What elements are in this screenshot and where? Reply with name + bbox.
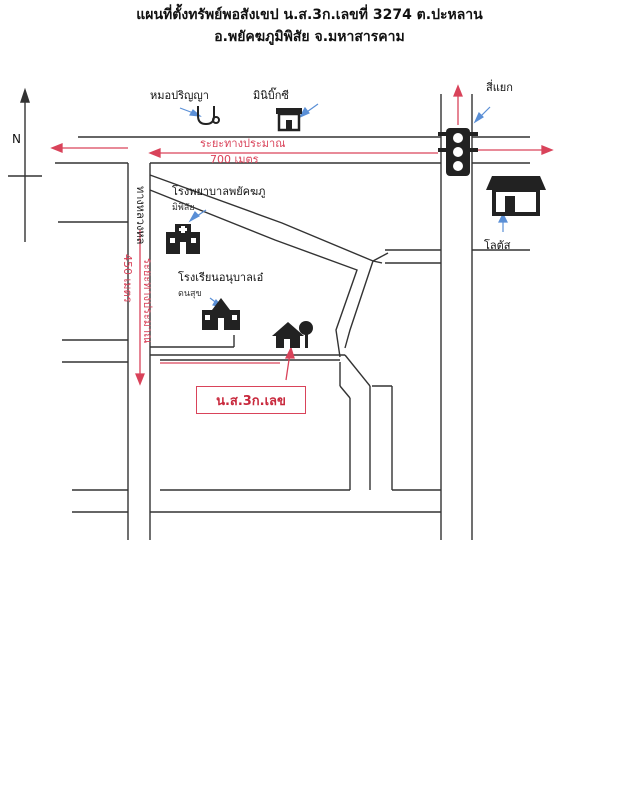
map-title-line1: แผนที่ตั้งทรัพย์พอสังเขป น.ส.3ก.เลขที่ 3…	[136, 7, 483, 23]
stethoscope-icon	[197, 106, 220, 126]
plot-label-box: น.ส.3ก.เลข	[196, 386, 306, 414]
house-icon	[272, 321, 313, 348]
distance-top-line2: 700 เมตร	[210, 153, 259, 166]
distance-side-line1: ระยะทางประมาณ	[141, 258, 154, 344]
hospital-icon	[166, 224, 200, 254]
lotus-label: โลตัส	[484, 239, 511, 252]
school-label: โรงเรียนอนุบาลเอ๋	[178, 271, 264, 284]
minimart-label: มินิบิ๊กซี	[253, 89, 289, 102]
lotus-shop-icon	[486, 176, 546, 216]
highway-label: ทางหลวงหล	[134, 186, 147, 245]
shop-icon	[276, 108, 302, 132]
clinic-label: หมอปริญญา	[150, 89, 209, 102]
plot-label: น.ส.3ก.เลข	[216, 393, 286, 409]
hospital-sub-label: มิพิสัย	[172, 203, 195, 213]
distance-top-line1: ระยะทางประมาณ	[200, 137, 286, 150]
north-arrow-icon	[8, 87, 42, 242]
school-icon	[202, 298, 240, 330]
map-title-line2: อ.พยัคฆภูมิพิสัย จ.มหาสารคาม	[214, 29, 405, 45]
school-sub-label: ดนสุข	[178, 289, 202, 299]
distance-side-line2: 450 เมตร	[121, 254, 134, 303]
intersection-label: สี่แยก	[486, 81, 513, 94]
north-label: N	[12, 132, 21, 146]
hospital-label: โรงพยาบาลพยัคฆภู	[172, 185, 266, 198]
traffic-light-icon	[438, 128, 478, 176]
